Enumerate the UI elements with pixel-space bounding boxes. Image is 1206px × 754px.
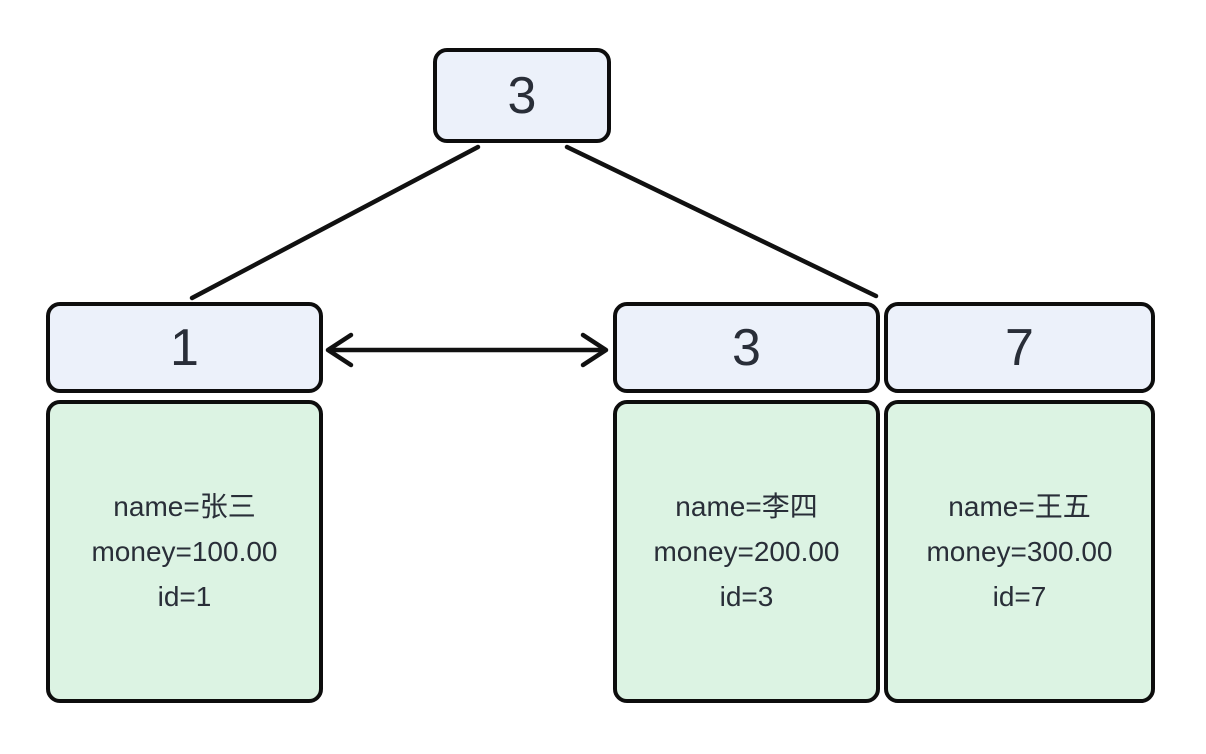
record-line: money=100.00	[91, 536, 278, 567]
root-node: 3	[433, 48, 611, 143]
record-line: id=3	[719, 581, 774, 612]
leaf2-key: 3	[732, 318, 761, 377]
record-line: name=张三	[113, 491, 256, 522]
record-line: name=王五	[948, 491, 1091, 522]
record-line: id=7	[992, 581, 1047, 612]
leaf1-key: 1	[170, 318, 199, 377]
edge-root-to-left-leaf	[189, 144, 481, 301]
record-line: id=1	[157, 581, 212, 612]
record-line: money=200.00	[653, 536, 840, 567]
root-node-key: 3	[507, 66, 537, 125]
leaf-link-double-arrow	[325, 332, 609, 368]
edge-root-to-right-leaf	[564, 144, 879, 299]
leaf3-key: 7	[1005, 318, 1034, 377]
leaf2-record-box: name=李四 money=200.00 id=3	[613, 400, 880, 703]
record-line: money=300.00	[926, 536, 1113, 567]
arrowhead-left-icon	[325, 332, 354, 368]
leaf1-key-box: 1	[46, 302, 323, 393]
leaf3-record-box: name=王五 money=300.00 id=7	[884, 400, 1155, 703]
record-line: name=李四	[675, 491, 818, 522]
leaf3-key-box: 7	[884, 302, 1155, 393]
leaf2-key-box: 3	[613, 302, 880, 393]
leaf1-record-box: name=张三 money=100.00 id=1	[46, 400, 323, 703]
arrowhead-right-icon	[580, 332, 609, 368]
